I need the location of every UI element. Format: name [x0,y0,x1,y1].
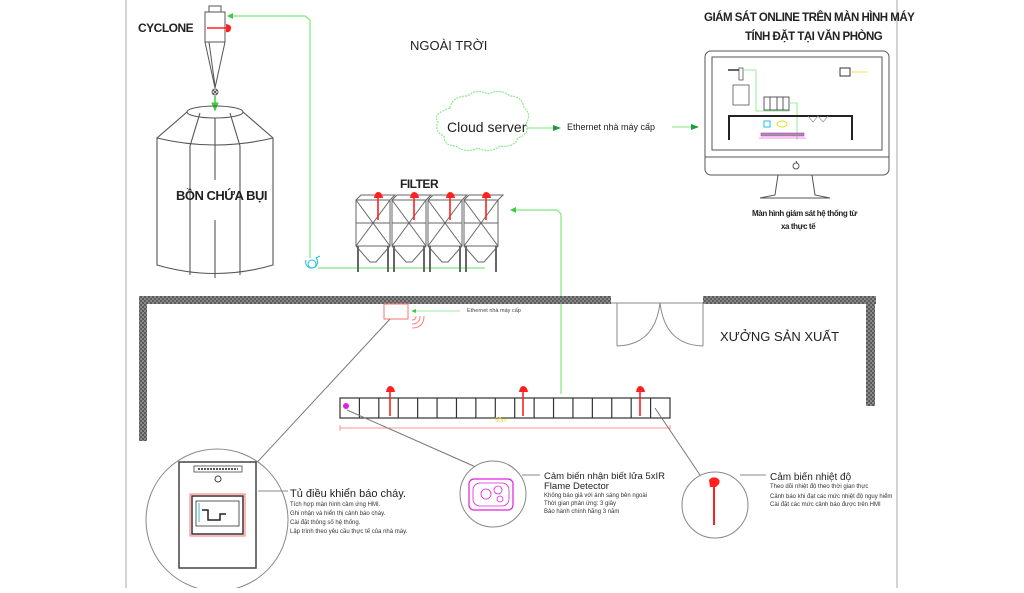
fire-cabinet-feature: Lập trình theo yêu cầu thực tế của nhà m… [290,529,408,535]
workshop-walls [139,296,876,441]
monitor-caption-line2: xa thực tế [781,222,816,231]
cloud-server-label: Cloud server [447,119,527,135]
remote-monitoring-title-line1: GIÁM SÁT ONLINE TRÊN MÀN HÌNH MÁY [704,12,915,24]
temperature-sensor-icon [410,192,419,220]
office-monitor-icon [704,50,890,199]
temperature-sensor-icon [482,192,491,220]
temp-sensor-feature: Theo dõi nhiệt độ theo thời gian thực [770,484,869,490]
workshop-door-icon [611,302,704,347]
fire-cabinet-feature: Tích hợp màn hình cảm ứng HMI. [290,502,381,508]
callout-line-temp [654,407,701,476]
flame-detector-title-line2: Flame Detector [544,481,609,492]
duct-body [339,397,671,419]
fire-control-cabinet-icon [383,303,409,320]
temp-sensor-feature: Cài đặt các mức cảnh báo được trên HMI [770,502,881,508]
monitor-caption-line1: Màn hình giám sát hệ thống từ [752,209,857,218]
flame-detector-feature: Bảo hành chính hãng 3 năm [544,509,620,515]
duct-length-label: 50m [495,418,507,424]
callout-line-cabinet [249,318,391,471]
ethernet-workshop-label: Ethernet nhà máy cấp [467,308,521,314]
temperature-sensor-icon [446,192,455,220]
temperature-sensor-icon [519,386,528,416]
flame-detector-title-line1: Cảm biến nhận biết lửa 5xIR [544,471,665,482]
ethernet-label: Ethernet nhà máy cấp [567,122,656,132]
exhaust-fan-icon [305,255,321,269]
cyclone-icon [204,5,226,96]
filter-unit-icon [391,194,433,272]
remote-monitoring-title-line2: TÍNH ĐẶT TẠI VĂN PHÒNG [745,31,883,43]
ventilation-duct [339,386,671,419]
temperature-sensor-icon [636,386,645,416]
fire-cabinet-feature: Cài đặt thông số hệ thống. [290,520,361,526]
temp-sensor-feature: Cảnh báo khi đạt các mức nhiệt độ nguy h… [770,494,893,500]
filter-unit-icon [427,194,469,272]
pipe-arrow-icon [227,13,233,19]
filter-unit-icon [355,194,397,272]
filter-label: FILTER [400,177,439,191]
flame-detector-feature: Không báo giả với ánh sáng bên ngoài [544,493,648,499]
temperature-sensor-icon [374,192,383,220]
outdoor-area-label: NGOÀI TRỜI [410,38,488,53]
pipe-arrow-icon [510,207,516,213]
monitor-screen-scada-thumbnail [728,67,868,140]
cloud-server-icon [435,90,530,152]
temperature-sensor-icon [386,386,395,416]
callout-line-flame [346,409,479,469]
air-pipe-to-cyclone [229,15,311,258]
temperature-sensor-detail-circle [681,471,766,539]
fire-cabinet-feature: Ghi nhận và hiển thị cảnh báo cháy. [290,511,386,517]
fire-cabinet-detail-circle [145,448,289,592]
wireless-signal-icon [411,315,425,329]
workshop-label: XƯỞNG SẢN XUẤT [720,329,840,344]
apple-logo-icon [792,160,800,170]
flame-detector-feature: Thời gian phản ứng: 3 giây [544,501,616,507]
filter-unit-icon [463,194,505,272]
temp-sensor-title: Cảm biến nhiệt độ [770,472,852,483]
filter-bank [355,192,505,272]
dust-tank-icon [156,105,274,278]
dust-tank-label: BỒN CHỨA BỤI [176,188,267,203]
cyclone-inlet-icon [207,24,232,33]
fire-cabinet-title: Tủ điều khiển báo cháy. [290,488,406,500]
cyclone-label: CYCLONE [138,21,194,35]
flame-detector-detail-circle [459,460,540,528]
flame-detector-marker-icon [343,403,349,409]
